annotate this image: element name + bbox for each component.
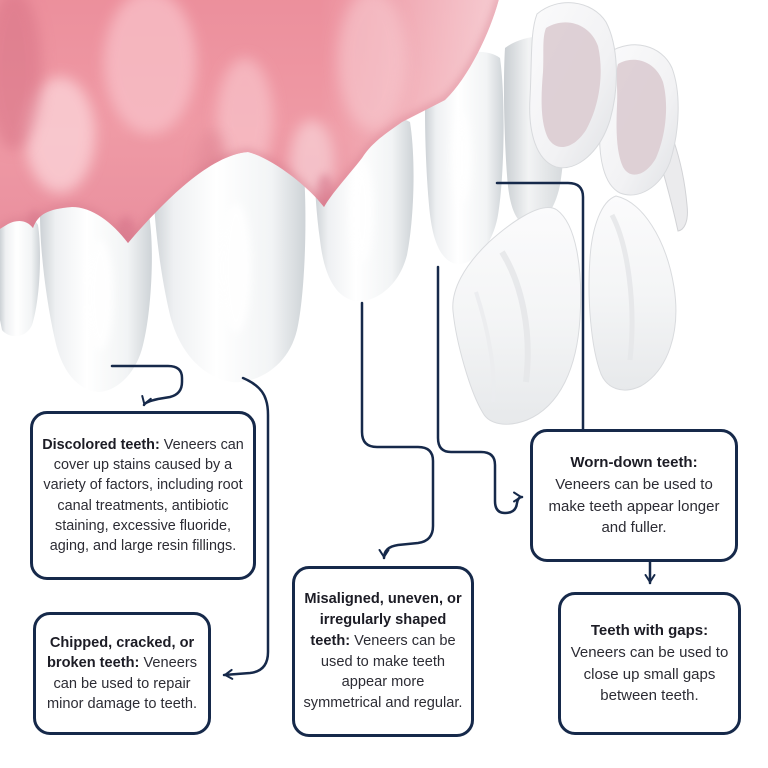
gums	[0, 0, 500, 243]
connector-lines	[110, 181, 656, 680]
tooth-1-highlight	[87, 240, 113, 350]
tooth-3-highlight	[351, 162, 373, 262]
veneer-shell-2-inner-face	[616, 59, 667, 175]
callout-misaligned-teeth: Misaligned, uneven, or irregularly shape…	[292, 566, 474, 737]
connector-discolored	[110, 364, 184, 407]
gum-shading	[0, 0, 500, 243]
veneer-shell-3	[452, 207, 582, 425]
callout-gaps-body: Veneers can be used to close up small ga…	[570, 643, 729, 705]
tooth-2-highlight	[221, 203, 251, 333]
callout-gaps-text: Teeth with gaps: Veneers can be used to …	[561, 614, 738, 713]
connector-worn-hook	[436, 265, 524, 515]
veneer-shell-3-streak-2	[474, 291, 496, 403]
veneer-shell-1-inner-face	[541, 22, 601, 148]
connector-chipped	[222, 376, 270, 680]
callout-misaligned-title: Misaligned, uneven, or irregularly shape…	[304, 591, 462, 649]
teeth-row	[0, 36, 566, 392]
connector-worn-top	[495, 181, 585, 431]
callout-chipped-text: Chipped, cracked, or broken teeth: Venee…	[36, 627, 208, 720]
tooth-partial-left	[0, 212, 40, 337]
veneer-shell-4-streak	[609, 213, 635, 361]
callout-worn-title: Worn-down teeth:	[570, 454, 698, 471]
veneer-shell-3-streak	[499, 250, 531, 383]
callout-chipped-teeth: Chipped, cracked, or broken teeth: Venee…	[33, 612, 211, 735]
callout-worn-down-teeth: Worn-down teeth: Veneers can be used to …	[530, 429, 738, 562]
callout-worn-text: Worn-down teeth: Veneers can be used to …	[533, 446, 735, 545]
veneers	[452, 2, 688, 425]
tooth-4-highlight	[453, 113, 471, 203]
callout-discolored-title: Discolored teeth:	[42, 437, 160, 454]
callout-worn-body: Veneers can be used to make teeth appear…	[548, 475, 720, 537]
callout-misaligned-text: Misaligned, uneven, or irregularly shape…	[295, 583, 471, 719]
callout-gaps-title: Teeth with gaps:	[590, 622, 709, 639]
callout-discolored-text: Discolored teeth: Veneers can cover up s…	[33, 429, 253, 562]
callout-discolored-body: Veneers can cover up stains caused by a …	[43, 437, 244, 554]
callout-chipped-title: Chipped, cracked, or broken teeth:	[46, 635, 195, 672]
connector-misaligned	[360, 301, 435, 560]
callout-discolored-teeth: Discolored teeth: Veneers can cover up s…	[30, 411, 256, 580]
callout-misaligned-body: Veneers can be used to make teeth appear…	[303, 632, 463, 711]
callout-chipped-body: Veneers can be used to repair minor dama…	[46, 655, 198, 712]
callout-teeth-with-gaps: Teeth with gaps: Veneers can be used to …	[558, 592, 741, 735]
